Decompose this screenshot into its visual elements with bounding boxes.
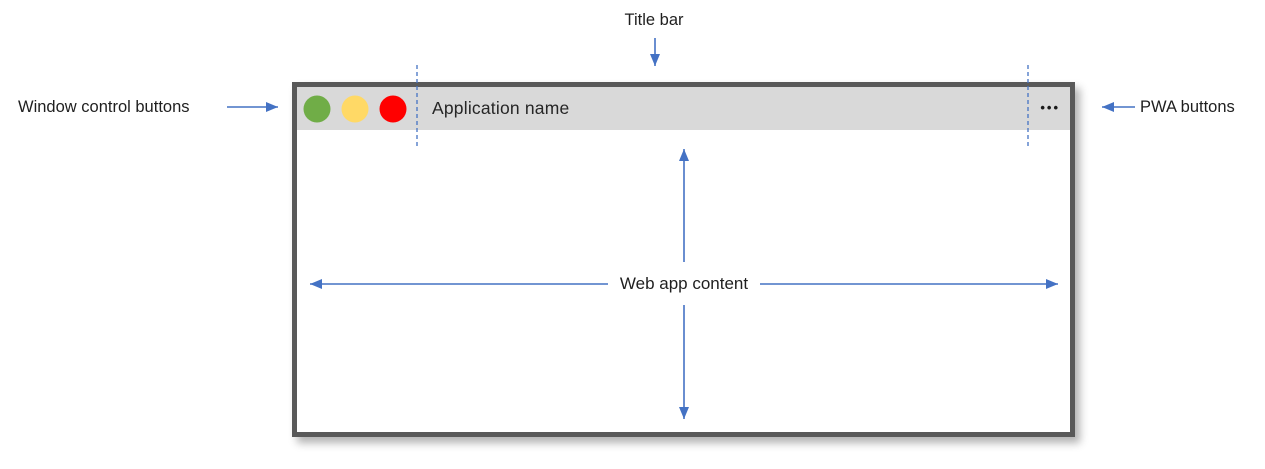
- label-window-control-buttons: Window control buttons: [18, 98, 190, 116]
- application-name: Application name: [432, 98, 570, 118]
- label-web-app-content: Web app content: [619, 274, 749, 293]
- app-window: Application name •••: [292, 82, 1075, 437]
- label-pwa-buttons: PWA buttons: [1140, 98, 1235, 116]
- pwa-menu-ellipsis-icon[interactable]: •••: [1040, 100, 1060, 115]
- label-title-bar: Title bar: [624, 11, 684, 29]
- green-window-control-button[interactable]: [303, 95, 331, 122]
- title-bar: Application name •••: [297, 87, 1070, 130]
- yellow-window-control-button[interactable]: [341, 95, 369, 122]
- window-control-buttons: [303, 95, 407, 122]
- red-window-control-button[interactable]: [379, 95, 407, 122]
